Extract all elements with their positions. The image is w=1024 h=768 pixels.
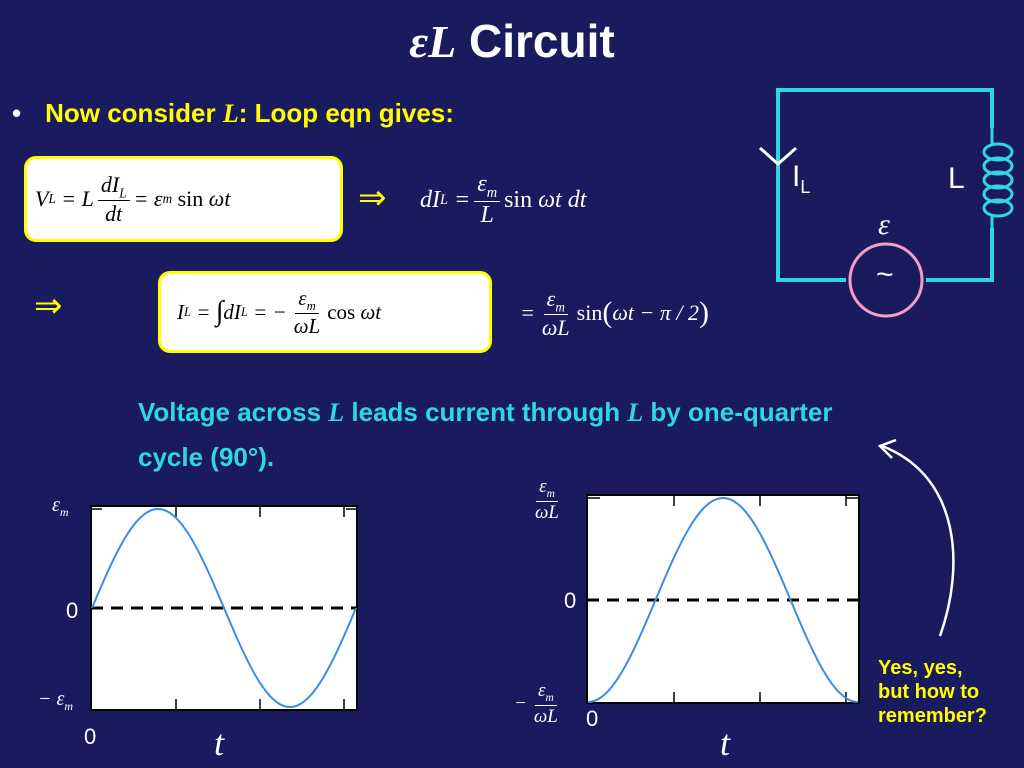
plot-right-label: IL <box>624 540 639 569</box>
implies-arrow-2: ⇒ <box>34 286 63 326</box>
bullet-text-a: Now consider <box>45 98 223 128</box>
plot-left <box>90 505 358 711</box>
implies-arrow-1: ⇒ <box>358 178 387 218</box>
circuit-emf-label: ε <box>878 208 890 241</box>
plot-right-xlabel: t <box>720 723 731 763</box>
current-arrow-icon <box>759 146 797 167</box>
curved-arrow-icon <box>877 438 955 637</box>
page-title: εL Circuit <box>0 14 1024 68</box>
phase-note: Voltage across L leads current through L… <box>138 397 833 472</box>
plot-right-curve <box>587 496 859 703</box>
bullet-text-b: L <box>222 99 239 128</box>
plot-right-xzero: 0 <box>586 706 599 731</box>
ac-source-icon <box>848 242 924 318</box>
bullet-marker: • <box>12 98 22 128</box>
source-symbol: ~ <box>876 258 894 291</box>
title-text: Circuit <box>469 15 615 67</box>
plot-left-ytop: εm <box>52 494 69 519</box>
plot-left-curve <box>91 507 357 709</box>
plot-right <box>586 494 860 704</box>
plot-left-ticks <box>91 506 357 710</box>
circuit-inductor-label: L <box>948 162 965 195</box>
circuit-diagram <box>759 88 1014 318</box>
plot-right-yzero: 0 <box>564 588 577 613</box>
inductor-coil <box>982 128 1014 232</box>
plot-left-yzero: 0 <box>66 598 79 623</box>
plot-left-xlabel: t <box>214 723 225 763</box>
plot-left-ybottom: − εm <box>38 688 74 713</box>
bullet-text-c: : Loop eqn gives: <box>238 98 454 128</box>
plot-left-xzero: 0 <box>84 724 97 749</box>
plot-left-label: VL <box>218 540 241 569</box>
remember-note: Yes, yes, but how to remember? <box>878 657 987 727</box>
bullet-line: • Now consider L: Loop eqn gives: <box>12 98 454 129</box>
plot-right-ticks <box>587 495 859 703</box>
circuit-current-label: IL <box>792 160 811 197</box>
title-symbol: εL <box>409 16 457 67</box>
